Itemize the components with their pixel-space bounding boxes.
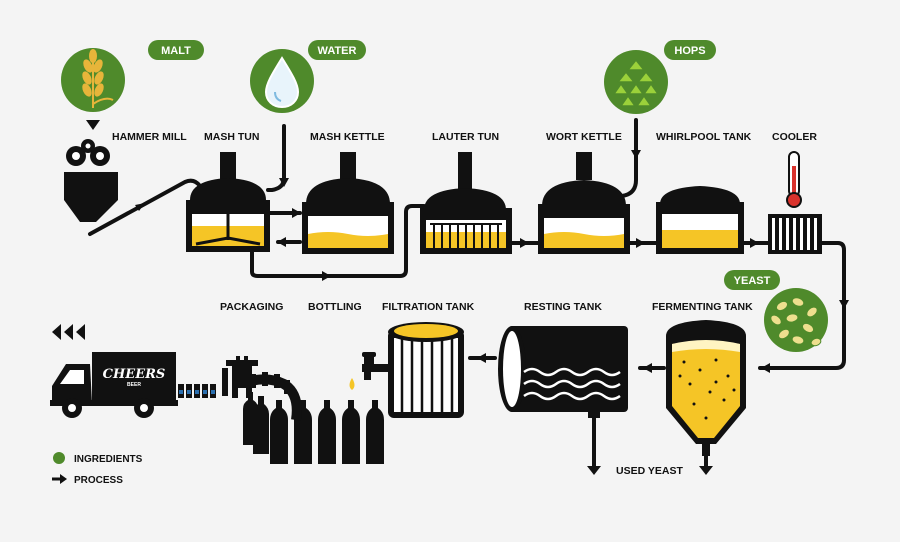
bottling-line: BOTTLING <box>243 301 384 464</box>
resting-tank-label: RESTING TANK <box>524 301 602 313</box>
packaging-label: PACKAGING <box>220 301 283 313</box>
whirlpool-tank-label: WHIRLPOOL TANK <box>656 131 752 143</box>
truck-brand: CHEERS <box>103 367 166 382</box>
malt-pill <box>148 40 204 60</box>
legend-ingredient-swatch <box>53 452 65 464</box>
malt-ingredient: MALT <box>61 40 204 130</box>
mash-tun: MASH TUN <box>186 131 270 252</box>
triple-arrow-left-icon <box>52 324 85 340</box>
yeast-label: YEAST <box>734 275 771 287</box>
delivery-truck: CHEERS BEER <box>50 352 178 418</box>
legend-ingredients-label: INGREDIENTS <box>74 454 143 465</box>
yeast-ingredient: YEAST <box>724 270 828 352</box>
malt-label: MALT <box>161 45 191 57</box>
flow-arrows <box>135 150 849 475</box>
mash-kettle: MASH KETTLE <box>302 131 394 254</box>
mash-tun-label: MASH TUN <box>204 131 259 143</box>
truck-brand-sub: BEER <box>127 382 141 388</box>
water-pill <box>308 40 366 60</box>
bottling-label: BOTTLING <box>308 301 362 313</box>
legend-process-label: PROCESS <box>74 475 123 486</box>
wort-kettle: WORT KETTLE <box>538 131 630 254</box>
thermometer-icon <box>786 151 802 208</box>
hops-pill <box>664 40 716 60</box>
hammer-mill-label: HAMMER MILL <box>112 131 187 143</box>
hops-ingredient: HOPS <box>604 40 716 114</box>
wort-kettle-label: WORT KETTLE <box>546 131 622 143</box>
hammer-mill: HAMMER MILL <box>64 131 187 222</box>
resting-tank: RESTING TANK <box>498 301 628 418</box>
fermenting-tank-label: FERMENTING TANK <box>652 301 753 313</box>
mash-kettle-label: MASH KETTLE <box>310 131 385 143</box>
hop-cone-icon <box>604 50 668 114</box>
legend: INGREDIENTS PROCESS <box>52 452 143 486</box>
process-pipes <box>88 118 846 468</box>
yeast-pill <box>724 270 780 290</box>
packaging-station: PACKAGING <box>178 301 283 398</box>
filtration-tank-label: FILTRATION TANK <box>382 301 475 313</box>
hops-label: HOPS <box>674 45 705 57</box>
fermenting-tank: FERMENTING TANK <box>652 301 753 456</box>
lauter-tun-label: LAUTER TUN <box>432 131 499 143</box>
whirlpool-tank: WHIRLPOOL TANK <box>656 131 752 254</box>
cooler-label: COOLER <box>772 131 817 143</box>
water-label: WATER <box>318 45 357 57</box>
filtration-tank: FILTRATION TANK <box>349 301 475 418</box>
used-yeast-label: USED YEAST <box>616 465 683 477</box>
cooler: COOLER <box>768 131 822 254</box>
water-ingredient: WATER <box>250 40 366 113</box>
lauter-tun: LAUTER TUN <box>420 131 512 254</box>
